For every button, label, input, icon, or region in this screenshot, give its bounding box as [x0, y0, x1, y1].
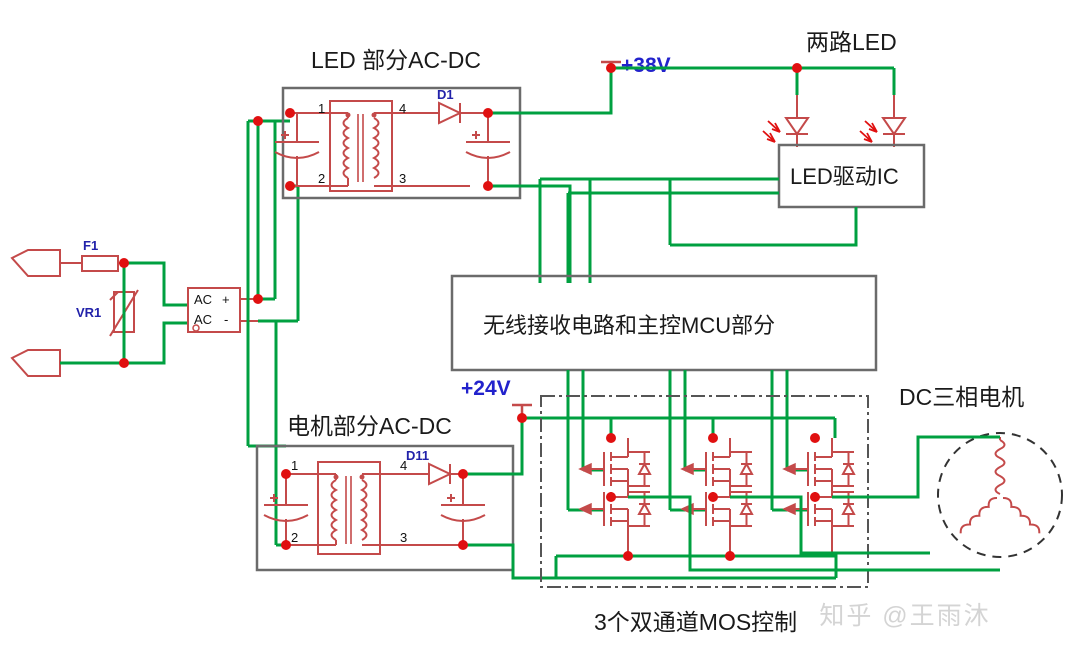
wire-led-acdc-output: [488, 68, 613, 283]
block-motor-acdc: [255, 444, 515, 572]
bridge-pin-ac-1: AC: [194, 292, 212, 307]
led-xfmr-pin-2: 2: [318, 171, 325, 186]
refdes-f1: F1: [83, 238, 98, 253]
net-label-38v: +38V: [621, 54, 671, 77]
watermark-text: 知乎 @王雨沐: [819, 602, 990, 630]
mosfet-low-3: [782, 491, 856, 556]
wire-phase-outputs: [628, 435, 1000, 572]
block-mcu: [450, 274, 878, 372]
label-led-driver-ic: LED驱动IC: [790, 164, 899, 189]
diode-d11: [420, 462, 463, 486]
mosfet-high-1: [578, 438, 652, 497]
wire-38v-rail: [611, 66, 896, 95]
bridge-pin-ac-2: AC: [194, 312, 212, 327]
bridge-pin-plus: +: [222, 292, 230, 307]
junction-dots: [119, 63, 820, 561]
transformer-motor: [286, 461, 463, 555]
wire-motor-acdc-output: [463, 418, 836, 580]
led-symbol-2: [859, 95, 907, 147]
mosfet-high-2: [680, 438, 754, 497]
refdes-d11: D11: [406, 448, 429, 463]
wire-mos-return: [554, 554, 838, 578]
led-xfmr-pin-4: 4: [399, 101, 406, 116]
transformer-led: [290, 100, 470, 192]
label-led-acdc: LED 部分AC-DC: [311, 47, 481, 73]
refdes-d1: D1: [437, 87, 454, 102]
led-xfmr-pin-1: 1: [318, 101, 325, 116]
ac-input-terminal-live: [10, 249, 78, 277]
label-two-way-led: 两路LED: [806, 29, 897, 55]
wire-dc-bus: [246, 119, 300, 547]
label-mcu-block: 无线接收电路和主控MCU部分: [483, 313, 775, 338]
bridge-pin-minus: -: [224, 312, 228, 327]
wire-ac-input: [60, 261, 188, 365]
label-dc-motor: DC三相电机: [899, 384, 1024, 410]
led-xfmr-pin-3: 3: [399, 171, 406, 186]
motor-xfmr-pin-1: 1: [291, 458, 298, 473]
wire-mcu-to-led-driver: [538, 177, 858, 283]
label-mos-control: 3个双通道MOS控制: [594, 609, 797, 635]
label-motor-acdc: 电机部分AC-DC: [287, 413, 452, 439]
mosfet-high-3: [782, 438, 856, 497]
three-phase-motor: [937, 432, 1063, 558]
net-label-24v: +24V: [461, 377, 511, 400]
refdes-vr1: VR1: [76, 305, 101, 320]
motor-xfmr-pin-3: 3: [400, 530, 407, 545]
region-mos-control: [540, 395, 869, 588]
motor-xfmr-pin-4: 4: [400, 458, 407, 473]
motor-xfmr-pin-2: 2: [291, 530, 298, 545]
block-led-driver-ic: [777, 143, 926, 209]
